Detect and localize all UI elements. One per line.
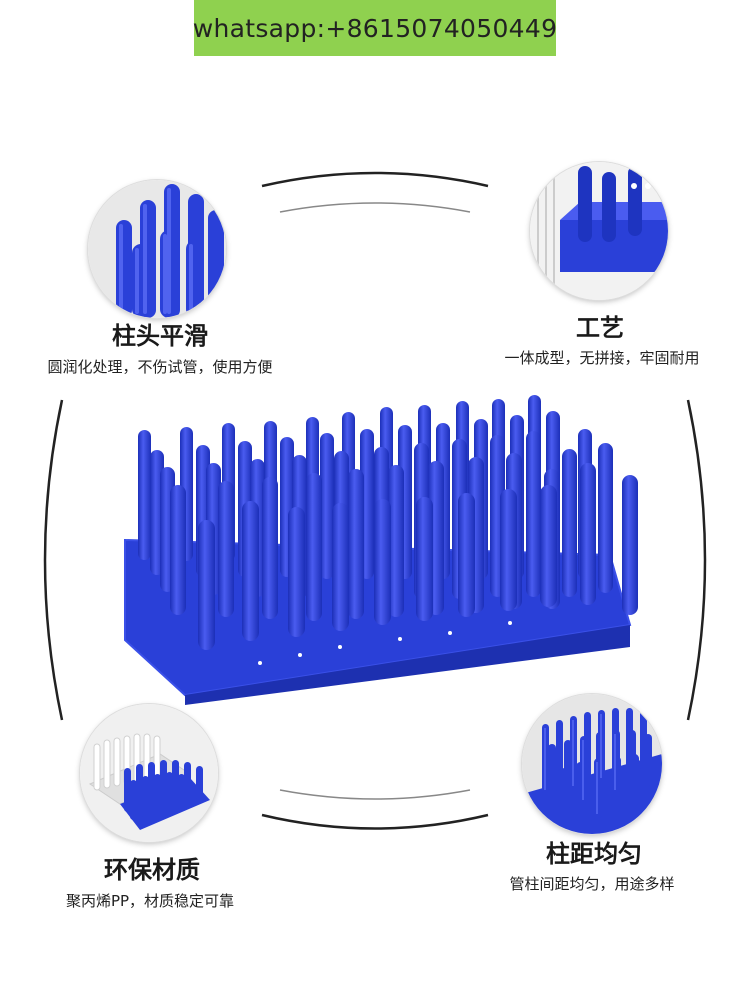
rack-top-view-photo bbox=[522, 694, 662, 834]
feature-desc-eco-material: 聚丙烯PP，材质稳定可靠 bbox=[65, 892, 235, 910]
feature-title-smooth-tips: 柱头平滑 bbox=[112, 322, 208, 350]
rounded-pin-tips-photo bbox=[88, 180, 226, 318]
feature-desc-craft: 一体成型，无拼接，牢固耐用 bbox=[504, 349, 700, 367]
white-and-blue-racks-photo bbox=[80, 704, 218, 842]
whatsapp-banner: whatsapp:+8615074050449 bbox=[192, 0, 558, 56]
feature-desc-smooth-tips: 圆润化处理，不伤试管，使用方便 bbox=[47, 358, 273, 376]
feature-desc-even-spacing: 管柱间距均匀，用途多样 bbox=[509, 875, 675, 893]
whatsapp-contact-text: whatsapp:+8615074050449 bbox=[192, 13, 558, 43]
rack-corner-photo bbox=[530, 162, 668, 300]
feature-title-craft: 工艺 bbox=[576, 314, 624, 342]
feature-title-even-spacing: 柱距均匀 bbox=[546, 840, 642, 868]
blue-test-tube-rack-photo bbox=[124, 395, 638, 705]
feature-title-eco-material: 环保材质 bbox=[104, 856, 200, 884]
